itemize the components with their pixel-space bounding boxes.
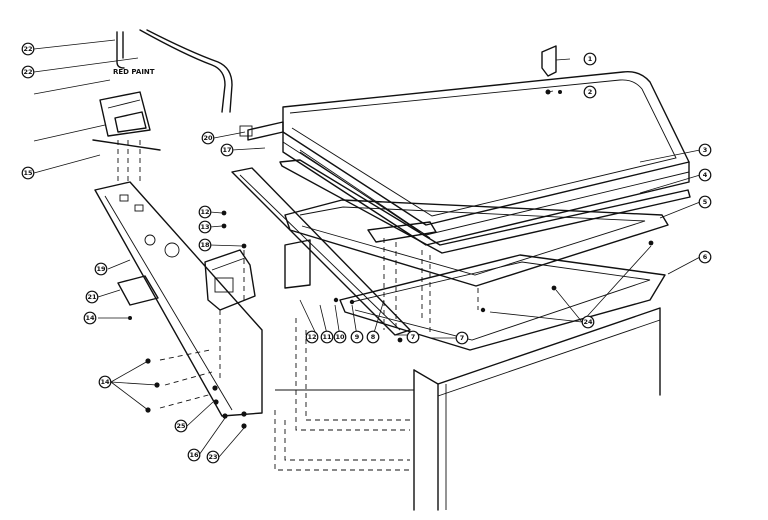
svg-text:18: 18 [200, 241, 210, 249]
callout-22b: 22 [21, 65, 35, 79]
red-paint-label: RED PAINT [113, 68, 155, 76]
control-channel [231, 167, 411, 336]
callout-13: 13 [198, 220, 212, 234]
callout-24: 24 [581, 315, 595, 329]
callout-18: 18 [198, 238, 212, 252]
lid-assembly [282, 71, 690, 246]
svg-text:10: 10 [335, 333, 345, 341]
callout-21: 21 [85, 290, 99, 304]
alignment-lines [117, 140, 479, 409]
control-panel [94, 181, 263, 417]
switch-bracket [204, 249, 256, 311]
callout-23: 23 [206, 450, 220, 464]
callout-17: 17 [220, 143, 234, 157]
svg-text:19: 19 [96, 265, 106, 273]
callout-10: 10 [333, 330, 347, 344]
callout-25: 25 [174, 419, 188, 433]
svg-text:12: 12 [307, 333, 316, 341]
svg-text:5: 5 [703, 198, 708, 206]
wire-harness [116, 29, 233, 113]
callout-20: 20 [201, 131, 215, 145]
callout-16: 16 [187, 448, 201, 462]
svg-text:23: 23 [208, 453, 217, 461]
svg-text:22: 22 [23, 45, 32, 53]
svg-text:3: 3 [703, 146, 708, 154]
callout-2: 2 [583, 85, 597, 99]
callout-19: 19 [94, 262, 108, 276]
svg-text:15: 15 [23, 169, 33, 177]
callout-11: 11 [320, 330, 334, 344]
svg-text:25: 25 [176, 422, 186, 430]
lid-gasket [279, 149, 691, 254]
svg-text:8: 8 [371, 333, 376, 341]
svg-text:14: 14 [100, 378, 110, 386]
svg-text:7: 7 [411, 333, 416, 341]
svg-text:20: 20 [203, 134, 213, 142]
callout-12b: 12 [198, 205, 212, 219]
callout-14a: 14 [83, 311, 97, 325]
callout-1: 1 [583, 52, 597, 66]
svg-text:9: 9 [355, 333, 360, 341]
callout-15: 15 [21, 166, 35, 180]
leader-lines [33, 39, 701, 458]
svg-text:24: 24 [583, 318, 593, 326]
callout-8: 8 [366, 330, 380, 344]
callout-6: 6 [698, 250, 712, 264]
svg-text:14: 14 [85, 314, 95, 322]
screw-set [128, 210, 654, 429]
svg-text:22: 22 [23, 68, 32, 76]
svg-text:6: 6 [703, 253, 708, 261]
callout-9: 9 [350, 330, 364, 344]
callout-4: 4 [698, 168, 712, 182]
callout-3: 3 [698, 143, 712, 157]
svg-text:16: 16 [189, 451, 199, 459]
callout-5: 5 [698, 195, 712, 209]
access-plate [117, 275, 159, 306]
svg-text:2: 2 [588, 88, 593, 96]
cabinet-top [274, 307, 661, 511]
cabinet-seal [339, 254, 666, 351]
svg-text:12: 12 [200, 208, 209, 216]
svg-text:11: 11 [322, 333, 332, 341]
callout-22a: 22 [21, 42, 35, 56]
callout-12a: 12 [305, 330, 319, 344]
svg-text:7: 7 [460, 334, 465, 342]
upper-bracket [92, 91, 161, 151]
svg-text:17: 17 [222, 146, 231, 154]
callout-14b: 14 [98, 375, 112, 389]
svg-text:13: 13 [200, 223, 209, 231]
callout-7a: 7 [406, 330, 420, 344]
callout-7b: 7 [455, 331, 469, 345]
hinge-bar [239, 121, 437, 243]
svg-text:21: 21 [87, 293, 97, 301]
svg-text:1: 1 [588, 55, 593, 63]
svg-text:4: 4 [703, 171, 708, 179]
